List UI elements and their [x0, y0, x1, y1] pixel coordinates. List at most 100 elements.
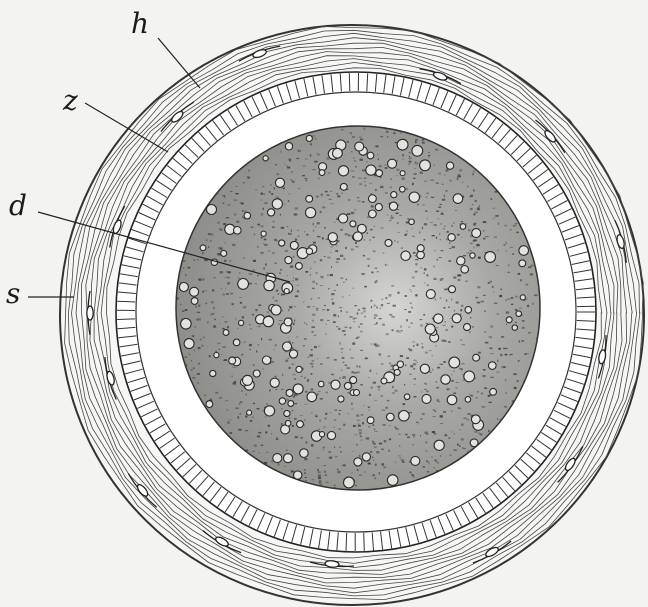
yolk-granule	[191, 298, 198, 305]
yolk-speck	[317, 310, 319, 312]
yolk-speck	[198, 347, 201, 349]
yolk-speck	[207, 321, 209, 323]
yolk-speck	[370, 183, 372, 184]
yolk-speck	[415, 161, 416, 162]
yolk-speck	[289, 306, 292, 308]
yolk-speck	[469, 331, 470, 333]
yolk-speck	[506, 311, 509, 313]
yolk-speck	[292, 374, 295, 375]
yolk-speck	[330, 412, 332, 413]
yolk-speck	[234, 381, 236, 382]
yolk-speck	[522, 320, 525, 322]
yolk-speck	[254, 445, 257, 447]
yolk-speck	[321, 194, 323, 196]
yolk-speck	[515, 296, 518, 298]
yolk-speck	[433, 165, 434, 166]
yolk-speck	[373, 474, 375, 476]
yolk-speck	[518, 273, 520, 275]
yolk-speck	[336, 262, 339, 263]
yolk-speck	[403, 403, 406, 405]
yolk-speck	[414, 384, 415, 385]
yolk-speck	[422, 466, 424, 467]
yolk-granule	[221, 250, 227, 256]
yolk-speck	[364, 286, 367, 288]
yolk-speck	[360, 384, 362, 385]
yolk-speck	[527, 305, 529, 307]
yolk-speck	[213, 307, 214, 309]
yolk-speck	[453, 222, 454, 224]
yolk-speck	[303, 166, 306, 167]
yolk-speck	[434, 298, 436, 300]
yolk-speck	[351, 409, 353, 410]
yolk-speck	[197, 382, 198, 384]
yolk-speck	[285, 360, 288, 362]
yolk-speck	[293, 323, 295, 325]
yolk-granule	[473, 354, 480, 361]
yolk-speck	[442, 340, 446, 342]
yolk-speck	[279, 320, 283, 321]
yolk-speck	[222, 328, 225, 329]
yolk-speck	[425, 352, 428, 354]
yolk-speck	[462, 447, 463, 449]
yolk-speck	[312, 479, 315, 480]
yolk-speck	[369, 410, 370, 411]
yolk-speck	[410, 303, 412, 304]
yolk-speck	[311, 298, 312, 300]
yolk-speck	[453, 449, 456, 451]
yolk-granule	[447, 162, 454, 169]
yolk-speck	[373, 443, 376, 445]
yolk-speck	[353, 158, 355, 159]
yolk-speck	[315, 138, 317, 139]
yolk-speck	[311, 373, 313, 375]
yolk-speck	[261, 237, 263, 239]
yolk-speck	[304, 231, 305, 232]
yolk-speck	[333, 314, 336, 316]
yolk-granule	[284, 454, 293, 463]
yolk-speck	[490, 377, 494, 378]
yolk-speck	[410, 472, 412, 474]
yolk-speck	[510, 297, 513, 298]
yolk-speck	[494, 303, 498, 304]
yolk-speck	[470, 395, 472, 397]
yolk-speck	[469, 250, 472, 251]
yolk-speck	[359, 136, 362, 137]
yolk-speck	[316, 153, 317, 154]
yolk-granule	[344, 477, 355, 488]
yolk-speck	[274, 350, 275, 351]
yolk-speck	[269, 339, 272, 341]
yolk-speck	[332, 302, 335, 304]
yolk-speck	[337, 471, 340, 473]
yolk-speck	[352, 288, 354, 289]
yolk-granule	[268, 209, 275, 216]
yolk-speck	[238, 417, 240, 419]
yolk-speck	[400, 132, 401, 134]
yolk-speck	[365, 358, 368, 360]
yolk-speck	[306, 234, 308, 236]
yolk-speck	[226, 217, 229, 218]
yolk-speck	[388, 450, 390, 452]
yolk-speck	[288, 309, 290, 311]
yolk-speck	[329, 199, 332, 200]
yolk-speck	[442, 325, 445, 326]
yolk-speck	[203, 291, 204, 293]
yolk-speck	[263, 208, 264, 210]
yolk-speck	[327, 195, 330, 196]
yolk-speck	[225, 321, 228, 323]
yolk-speck	[373, 460, 374, 462]
yolk-speck	[438, 173, 441, 175]
yolk-speck	[392, 393, 395, 394]
yolk-speck	[323, 449, 324, 450]
yolk-speck	[476, 297, 477, 299]
yolk-speck	[384, 440, 386, 442]
yolk-speck	[359, 183, 362, 185]
yolk-speck	[339, 428, 341, 429]
yolk-speck	[513, 225, 517, 227]
yolk-speck	[460, 368, 461, 370]
yolk-speck	[394, 240, 396, 242]
yolk-speck	[249, 273, 250, 274]
yolk-speck	[352, 451, 353, 452]
yolk-speck	[258, 305, 261, 306]
yolk-speck	[374, 400, 377, 401]
yolk-speck	[316, 272, 318, 274]
